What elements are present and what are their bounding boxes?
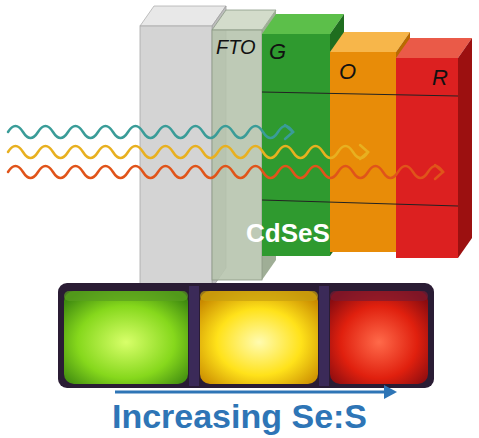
layer-box: R — [396, 58, 458, 258]
layer-name: R — [432, 66, 448, 90]
material-label: CdSeS — [246, 220, 330, 246]
layer-name: G — [269, 40, 286, 64]
light-waves — [8, 125, 443, 179]
layer-box: O — [330, 52, 396, 252]
vial-photo — [58, 283, 434, 388]
layer-name: FTO — [216, 36, 256, 58]
red-layer — [396, 38, 472, 258]
layer-name: O — [339, 60, 356, 84]
trend-label: Increasing Se:S — [0, 399, 479, 433]
trend-arrow — [115, 385, 397, 399]
